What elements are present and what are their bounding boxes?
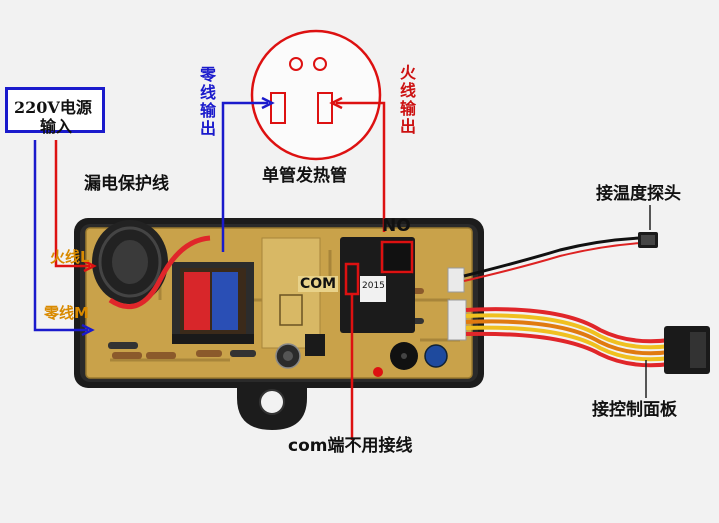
round-socket-icon [250, 29, 382, 161]
live-L-label: 火线L [50, 248, 90, 266]
neutral-output-wire [221, 101, 268, 252]
panel-ribbon-cable [465, 307, 671, 368]
capacitor-icon [275, 334, 448, 377]
control-panel-label: 接控制面板 [592, 400, 677, 420]
com-note-label: com端不用接线 [288, 436, 413, 456]
power-input-box: 220V电源 输入 [5, 87, 105, 136]
no-terminal-highlight [380, 240, 414, 274]
transformer-icon [172, 262, 254, 344]
neutral-input-wire [33, 140, 88, 332]
temp-probe-label: 接温度探头 [596, 184, 681, 204]
neutral-M-label: 零线M [44, 304, 89, 322]
heating-tube-label: 单管发热管 [262, 166, 347, 186]
power-input-line2: 输入 [40, 117, 73, 136]
live-input-wire [54, 140, 90, 268]
buzzer-icon [390, 342, 418, 370]
power-input-line1: 220V电源 [14, 98, 92, 117]
toroid-coil-icon [92, 220, 168, 304]
temp-probe-cable [463, 236, 641, 278]
board-marking-label: 2015 [362, 281, 385, 291]
live-output-label: 火线输出 [397, 64, 416, 136]
leakage-protection-label: 漏电保护线 [84, 174, 169, 194]
neutral-output-label: 零线输出 [197, 66, 216, 138]
com-terminal-label: COM [298, 276, 339, 292]
live-output-wire [336, 101, 386, 232]
no-terminal-label: NO [382, 216, 411, 236]
panel-connector-icon [664, 326, 710, 374]
board-connectors [447, 267, 467, 341]
probe-connector-icon [638, 232, 658, 248]
relay-icon [340, 237, 415, 333]
leakage-loop-wire [108, 235, 211, 310]
